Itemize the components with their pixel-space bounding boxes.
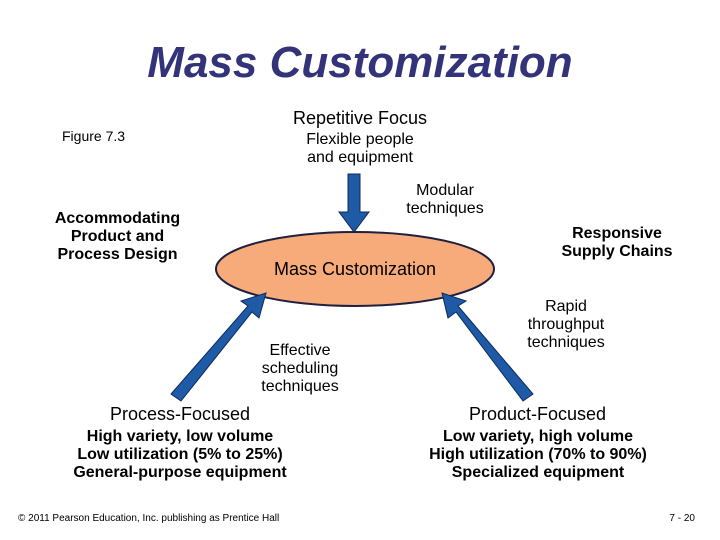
text-line: Flexible people	[306, 131, 414, 148]
text-line: Process Design	[57, 246, 178, 263]
text-line: Supply Chains	[561, 243, 673, 260]
text-line: Rapid	[545, 298, 587, 315]
text-line: Low variety, high volume	[443, 428, 633, 445]
responsive-supply-chains-label: Responsive Supply Chains	[537, 225, 697, 261]
text-line: Responsive	[572, 225, 662, 242]
text-line: and equipment	[307, 149, 413, 166]
text-line: Modular	[416, 182, 474, 199]
modular-techniques-label: Modular techniques	[370, 182, 520, 218]
text-line: High utilization (70% to 90%)	[429, 446, 647, 463]
rapid-throughput-label: Rapid throughput techniques	[496, 298, 636, 352]
effective-scheduling-label: Effective scheduling techniques	[225, 342, 375, 396]
text-line: High variety, low volume	[86, 428, 274, 445]
text-line: Specialized equipment	[451, 464, 625, 481]
mass-customization-ellipse	[215, 231, 495, 307]
arrow-up-left-icon	[441, 292, 534, 402]
text-line: techniques	[406, 200, 484, 217]
page-number: 7 - 20	[669, 513, 695, 524]
mass-customization-label: Mass Customization	[273, 259, 437, 279]
text-line: Product and	[70, 228, 165, 245]
text-line: Accommodating	[54, 210, 181, 227]
accommodating-design-label: Accommodating Product and Process Design	[30, 210, 205, 264]
figure-label: Figure 7.3	[62, 128, 126, 144]
product-focused-description: Low variety, high volume High utilizatio…	[398, 428, 678, 482]
text-line: Effective	[269, 342, 331, 359]
product-focused-title: Product-Focused	[468, 404, 607, 424]
repetitive-focus-description: Flexible people and equipment	[230, 131, 490, 167]
repetitive-focus-title: Repetitive Focus	[292, 108, 428, 128]
page-title: Mass Customization	[147, 38, 573, 87]
text-line: techniques	[261, 378, 339, 395]
text-line: scheduling	[261, 360, 339, 377]
copyright-notice: © 2011 Pearson Education, Inc. publishin…	[18, 513, 280, 524]
text-line: techniques	[527, 334, 605, 351]
arrow-down-icon	[338, 173, 370, 233]
process-focused-title: Process-Focused	[109, 404, 251, 424]
arrow-up-right-icon	[170, 292, 267, 402]
text-line: General-purpose equipment	[73, 464, 287, 481]
text-line: Low utilization (5% to 25%)	[77, 446, 283, 463]
text-line: throughput	[527, 316, 605, 333]
process-focused-description: High variety, low volume Low utilization…	[40, 428, 320, 482]
